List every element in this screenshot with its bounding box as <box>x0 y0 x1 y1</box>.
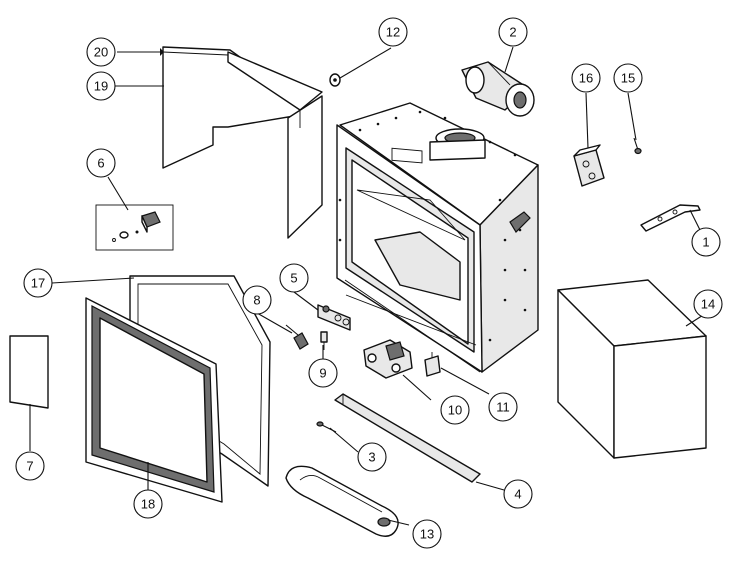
svg-text:16: 16 <box>579 71 593 86</box>
callout-1: 1 <box>691 227 721 257</box>
svg-text:18: 18 <box>141 497 155 512</box>
callout-6: 6 <box>86 148 116 178</box>
carton-box-part <box>557 279 707 459</box>
callout-9: 9 <box>308 358 338 388</box>
callout-8: 8 <box>242 285 272 315</box>
callout-13: 13 <box>412 519 442 549</box>
control-panel-part <box>317 304 351 331</box>
access-panel-part <box>9 335 49 409</box>
callout-16: 16 <box>571 63 601 93</box>
refractory-liner-part <box>162 46 323 239</box>
callout-7: 7 <box>15 451 45 481</box>
svg-text:17: 17 <box>31 276 45 291</box>
burner-tube-part <box>285 465 399 537</box>
svg-text:12: 12 <box>386 25 400 40</box>
connector-part <box>320 331 328 350</box>
callout-17: 17 <box>23 268 53 298</box>
callout-18: 18 <box>133 489 163 519</box>
svg-text:5: 5 <box>290 271 297 286</box>
svg-text:14: 14 <box>701 297 715 312</box>
callout-20: 20 <box>86 37 116 67</box>
hardware-kit-part <box>95 204 174 251</box>
callout-11: 11 <box>488 392 518 422</box>
firebox-assembly <box>336 102 539 373</box>
svg-text:7: 7 <box>26 459 33 474</box>
callout-3: 3 <box>357 442 387 472</box>
bracket-part <box>640 204 701 232</box>
svg-text:20: 20 <box>94 45 108 60</box>
svg-text:6: 6 <box>97 156 104 171</box>
callout-5: 5 <box>279 263 309 293</box>
door-frame-part <box>85 297 223 503</box>
svg-text:9: 9 <box>319 366 326 381</box>
svg-text:4: 4 <box>514 487 521 502</box>
trim-strip-part <box>334 393 481 483</box>
svg-text:8: 8 <box>253 293 260 308</box>
svg-text:10: 10 <box>448 403 462 418</box>
callout-2: 2 <box>498 17 528 47</box>
svg-text:11: 11 <box>496 400 510 415</box>
callout-19: 19 <box>86 71 116 101</box>
svg-text:19: 19 <box>94 79 108 94</box>
clip-part <box>329 73 341 87</box>
callout-14: 14 <box>693 289 723 319</box>
svg-text:1: 1 <box>702 235 709 250</box>
igniter-part <box>285 324 309 350</box>
svg-text:2: 2 <box>509 25 516 40</box>
leader-lines <box>29 46 709 526</box>
screw-part <box>633 137 642 155</box>
svg-text:13: 13 <box>420 527 434 542</box>
switch-part <box>424 352 441 377</box>
callout-15: 15 <box>613 63 643 93</box>
firebox-rivets <box>338 110 527 342</box>
svg-text:3: 3 <box>368 450 375 465</box>
junction-box-part <box>573 144 605 187</box>
callout-4: 4 <box>503 479 533 509</box>
callout-10: 10 <box>440 395 470 425</box>
gas-valve-part <box>363 339 413 379</box>
blower-part <box>461 61 535 117</box>
svg-text:15: 15 <box>621 71 635 86</box>
callout-12: 12 <box>378 17 408 47</box>
